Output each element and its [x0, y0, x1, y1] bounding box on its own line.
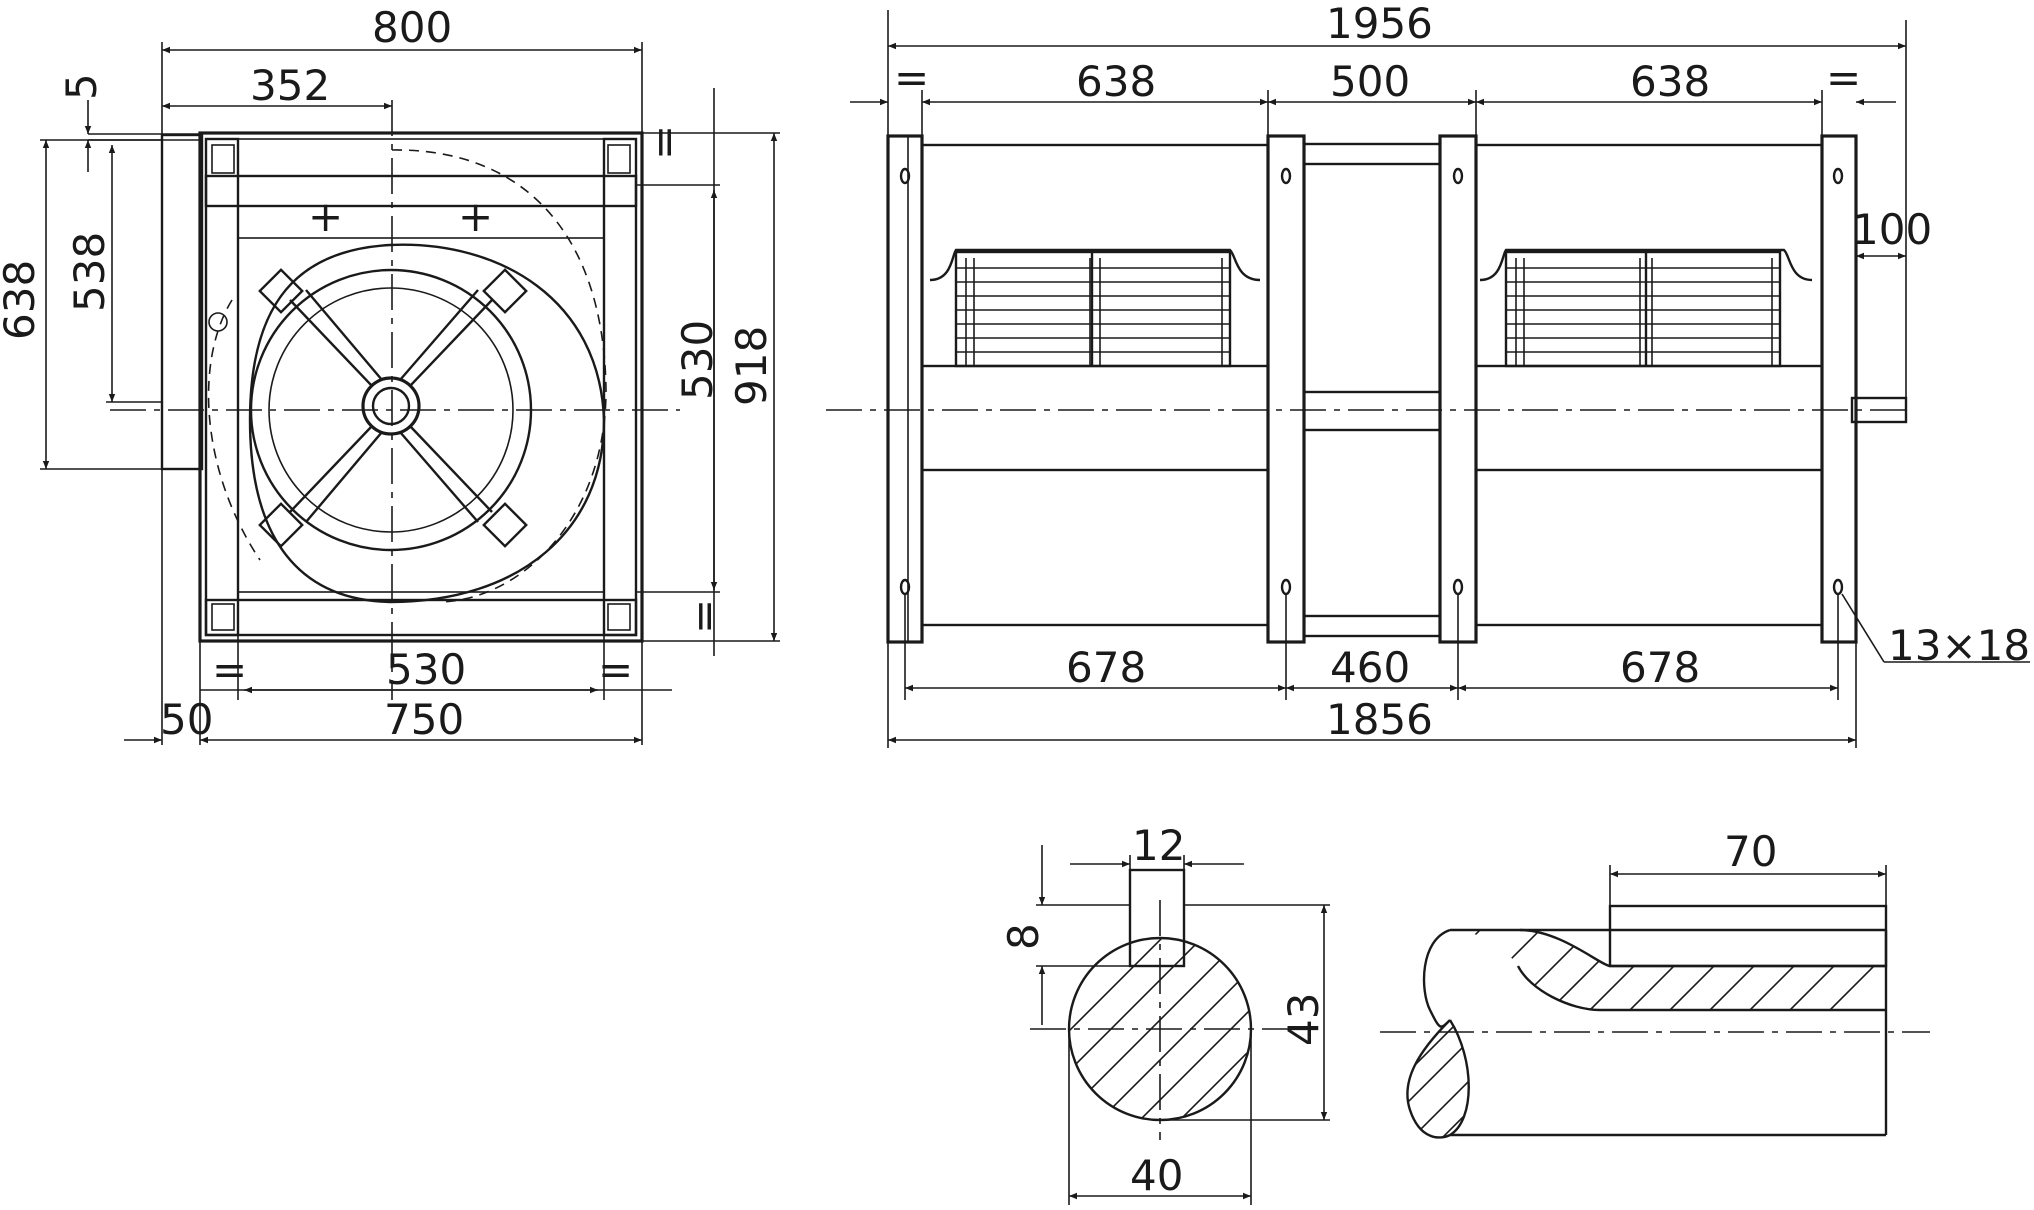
housing-left — [920, 143, 1270, 627]
svg-text:+: + — [458, 192, 493, 241]
dim-height-total: 918 — [727, 326, 776, 406]
equal-mark-bottom-left: = — [212, 645, 247, 694]
impeller-right-blades — [1506, 258, 1780, 366]
equal-mark-bottom-right: = — [679, 599, 728, 634]
dim-housing-right: 638 — [1630, 57, 1710, 106]
side-view: 1956 638 500 638 = = 100 678 460 678 185 — [826, 0, 2030, 748]
key — [1128, 868, 1186, 968]
inlet-casing — [248, 243, 606, 604]
dim-frame-inner-v: 530 — [673, 320, 722, 400]
equal-mark-side-left: = — [894, 53, 929, 102]
dim-total-length: 1956 — [1326, 0, 1433, 48]
equal-mark-side-right: = — [1826, 53, 1861, 102]
dim-frame-inner-h: 530 — [386, 645, 466, 694]
shaft-side-view: 70 — [1380, 827, 1930, 1139]
dim-base-length: 1856 — [1326, 695, 1433, 744]
dim-holes: 13×18 — [1888, 621, 2030, 670]
post-2 — [1266, 134, 1306, 644]
dim-gap: 500 — [1330, 57, 1410, 106]
outer-frame — [198, 131, 644, 643]
post-1 — [886, 134, 924, 644]
front-view: + + 800 352 — [0, 3, 780, 745]
bottom-bar — [204, 598, 638, 637]
dim-key-width: 12 — [1132, 821, 1185, 870]
post-4 — [1820, 134, 1858, 644]
post-3 — [1438, 134, 1478, 644]
dim-outlet-depth: 50 — [160, 695, 213, 744]
top-bar — [204, 174, 638, 208]
middle-shaft — [1302, 390, 1442, 432]
right-post — [602, 137, 638, 637]
equal-mark-top-right: = — [639, 125, 688, 160]
dim-shaft-height: 43 — [1279, 993, 1328, 1046]
outlet-flange — [160, 133, 204, 471]
impeller-left-blades — [956, 258, 1230, 366]
impeller-right — [1504, 250, 1782, 368]
dim-width-total: 800 — [372, 3, 452, 52]
dim-foot-left: 678 — [1066, 643, 1146, 692]
shaft-hub — [361, 376, 421, 436]
housing-right — [1474, 143, 1824, 627]
scroll-outline — [391, 149, 607, 603]
shaft-key — [1608, 904, 1888, 968]
dim-outlet-height: 638 — [0, 260, 44, 340]
dim-base-width: 750 — [384, 695, 464, 744]
dim-flange: 5 — [57, 73, 106, 100]
dim-key-length: 70 — [1724, 827, 1777, 876]
dim-shaft-ext: 100 — [1852, 205, 1932, 254]
left-post — [204, 137, 240, 637]
dim-offset: 352 — [250, 61, 330, 110]
shaft-extension — [1850, 396, 1908, 424]
equal-mark-bottom-right-h: = — [598, 645, 633, 694]
dim-outlet-inner: 538 — [65, 232, 114, 312]
dim-foot-right: 678 — [1620, 643, 1700, 692]
svg-text:+: + — [308, 192, 343, 241]
dim-shaft-diameter: 40 — [1130, 1151, 1183, 1200]
dim-foot-gap: 460 — [1330, 643, 1410, 692]
dim-key-depth: 8 — [999, 923, 1048, 950]
shaft-section: 12 8 43 40 — [999, 821, 1330, 1205]
mounting-holes — [899, 167, 1844, 596]
dim-housing-left: 638 — [1076, 57, 1156, 106]
